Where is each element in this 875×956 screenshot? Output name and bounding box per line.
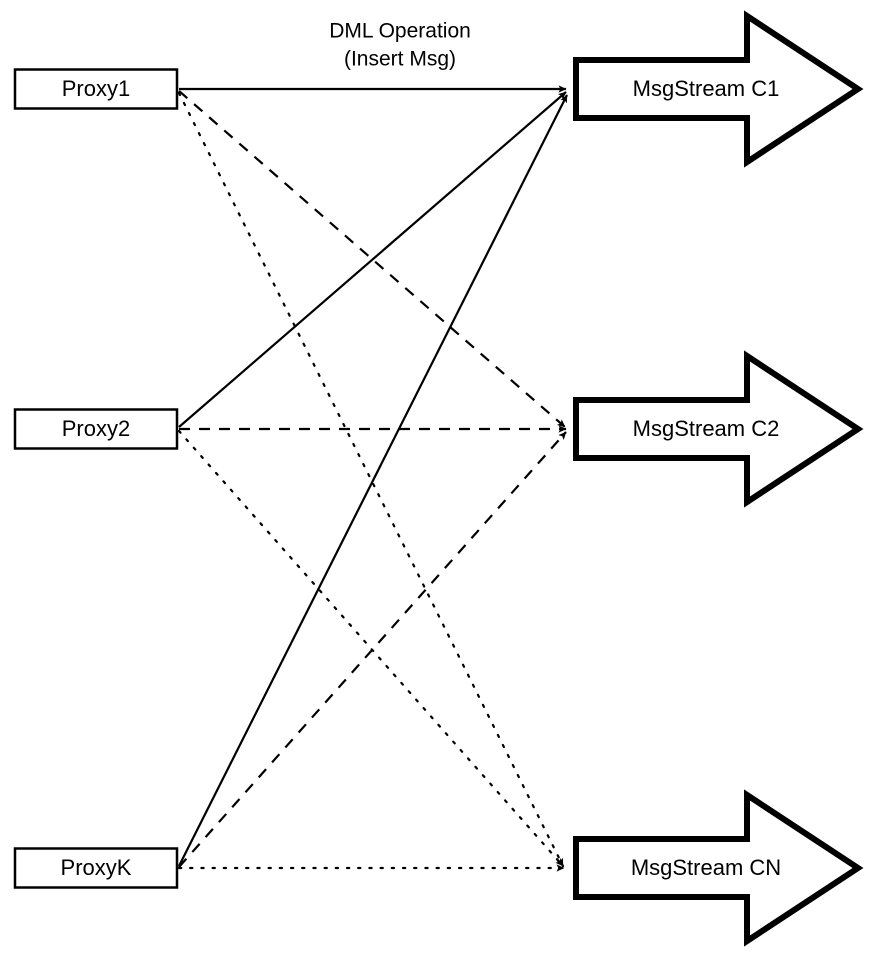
node-msgstream-cn[interactable]: MsgStream CN	[573, 789, 864, 947]
proxy2-box[interactable]	[13, 408, 179, 450]
connection-group-proxy2	[177, 91, 567, 868]
node-msgstream-c1[interactable]: MsgStream C1	[573, 10, 864, 168]
connection-proxy1-to-msgstream-c2[interactable]	[178, 90, 566, 428]
edge-label-dml-operation: DML Operation (Insert Msg)	[329, 20, 471, 71]
proxyk-box[interactable]	[13, 847, 179, 889]
node-proxy2[interactable]: Proxy2	[13, 408, 179, 450]
msgstream-c1-label: MsgStream C1	[633, 76, 780, 101]
connection-proxy1-to-msgstream-cn[interactable]	[177, 91, 565, 868]
connection-group-proxyk	[177, 94, 568, 872]
connection-proxy2-to-msgstream-c1[interactable]	[178, 91, 567, 428]
connection-proxyk-to-msgstream-c2[interactable]	[178, 431, 567, 868]
proxyk-label: ProxyK	[61, 855, 132, 880]
node-msgstream-c2[interactable]: MsgStream C2	[573, 350, 864, 508]
msgstream-c1-arrow-shape[interactable]	[573, 10, 864, 168]
connection-proxyk-to-msgstream-c1[interactable]	[178, 94, 568, 867]
node-proxy1[interactable]: Proxy1	[13, 68, 179, 110]
msgstream-c2-arrow-shape[interactable]	[573, 350, 864, 508]
msgstream-c2-label: MsgStream C2	[633, 416, 780, 441]
proxy2-label: Proxy2	[62, 416, 130, 441]
edge-label-line1: DML Operation	[329, 20, 471, 43]
proxy1-box[interactable]	[13, 68, 179, 110]
connection-group-proxy1	[177, 85, 567, 868]
node-proxyk[interactable]: ProxyK	[13, 847, 179, 889]
msgstream-cn-arrow-shape[interactable]	[573, 789, 864, 947]
proxy1-label: Proxy1	[62, 76, 130, 101]
edge-label-line2: (Insert Msg)	[344, 48, 456, 71]
connection-proxy2-to-msgstream-cn[interactable]	[177, 429, 565, 868]
msgstream-cn-label: MsgStream CN	[631, 855, 781, 880]
